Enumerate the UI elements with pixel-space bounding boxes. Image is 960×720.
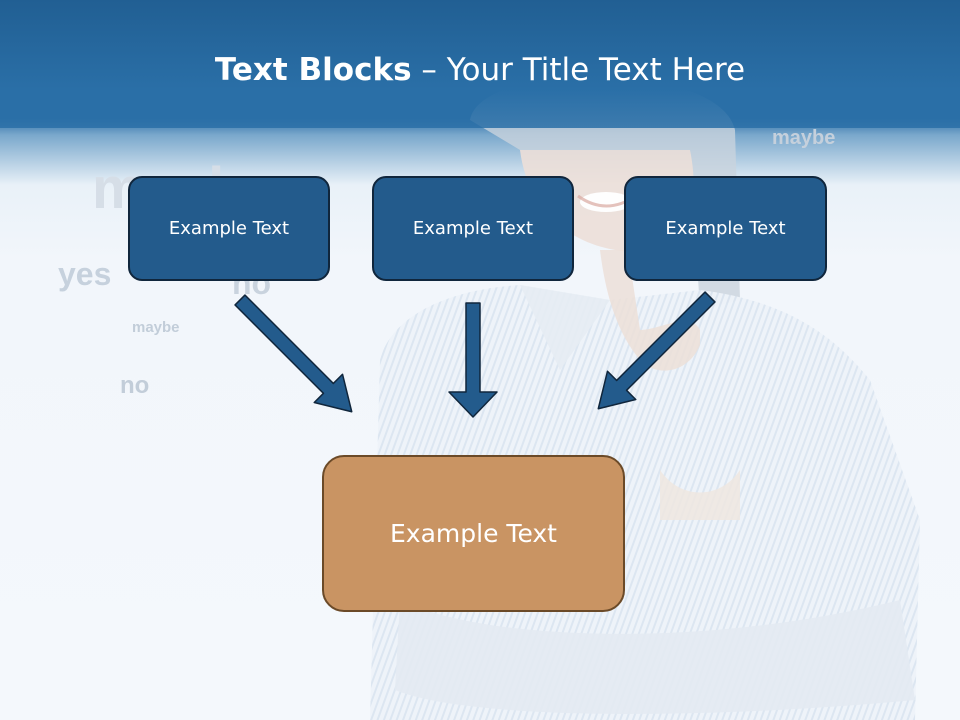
text-block-bottom-label: Example Text <box>390 519 557 548</box>
title-band <box>0 0 960 128</box>
text-block-top-left-label: Example Text <box>168 218 290 239</box>
arrow-right-diagonal <box>597 291 716 410</box>
text-block-bottom[interactable]: Example Text <box>322 455 625 612</box>
title-dash: – <box>411 52 447 88</box>
bg-word-maybe-top-right: maybe <box>772 127 836 149</box>
text-block-top-center[interactable]: Example Text <box>372 176 574 281</box>
bg-word-maybe-small: maybe <box>132 319 180 336</box>
title-bold-part: Text Blocks <box>214 52 412 88</box>
slide-title: Text Blocks – Your Title Text Here <box>0 52 960 88</box>
title-rest: Your Title Text Here <box>446 52 746 88</box>
bg-word-no-left: no <box>120 372 150 399</box>
text-block-top-right[interactable]: Example Text <box>624 176 827 281</box>
bg-word-yes: yes <box>58 256 112 292</box>
arrow-left-diagonal <box>234 294 353 413</box>
arrow-center-down <box>448 302 498 418</box>
text-block-top-left[interactable]: Example Text <box>128 176 330 281</box>
text-block-top-right-label: Example Text <box>665 218 786 239</box>
text-block-top-center-label: Example Text <box>412 218 534 239</box>
